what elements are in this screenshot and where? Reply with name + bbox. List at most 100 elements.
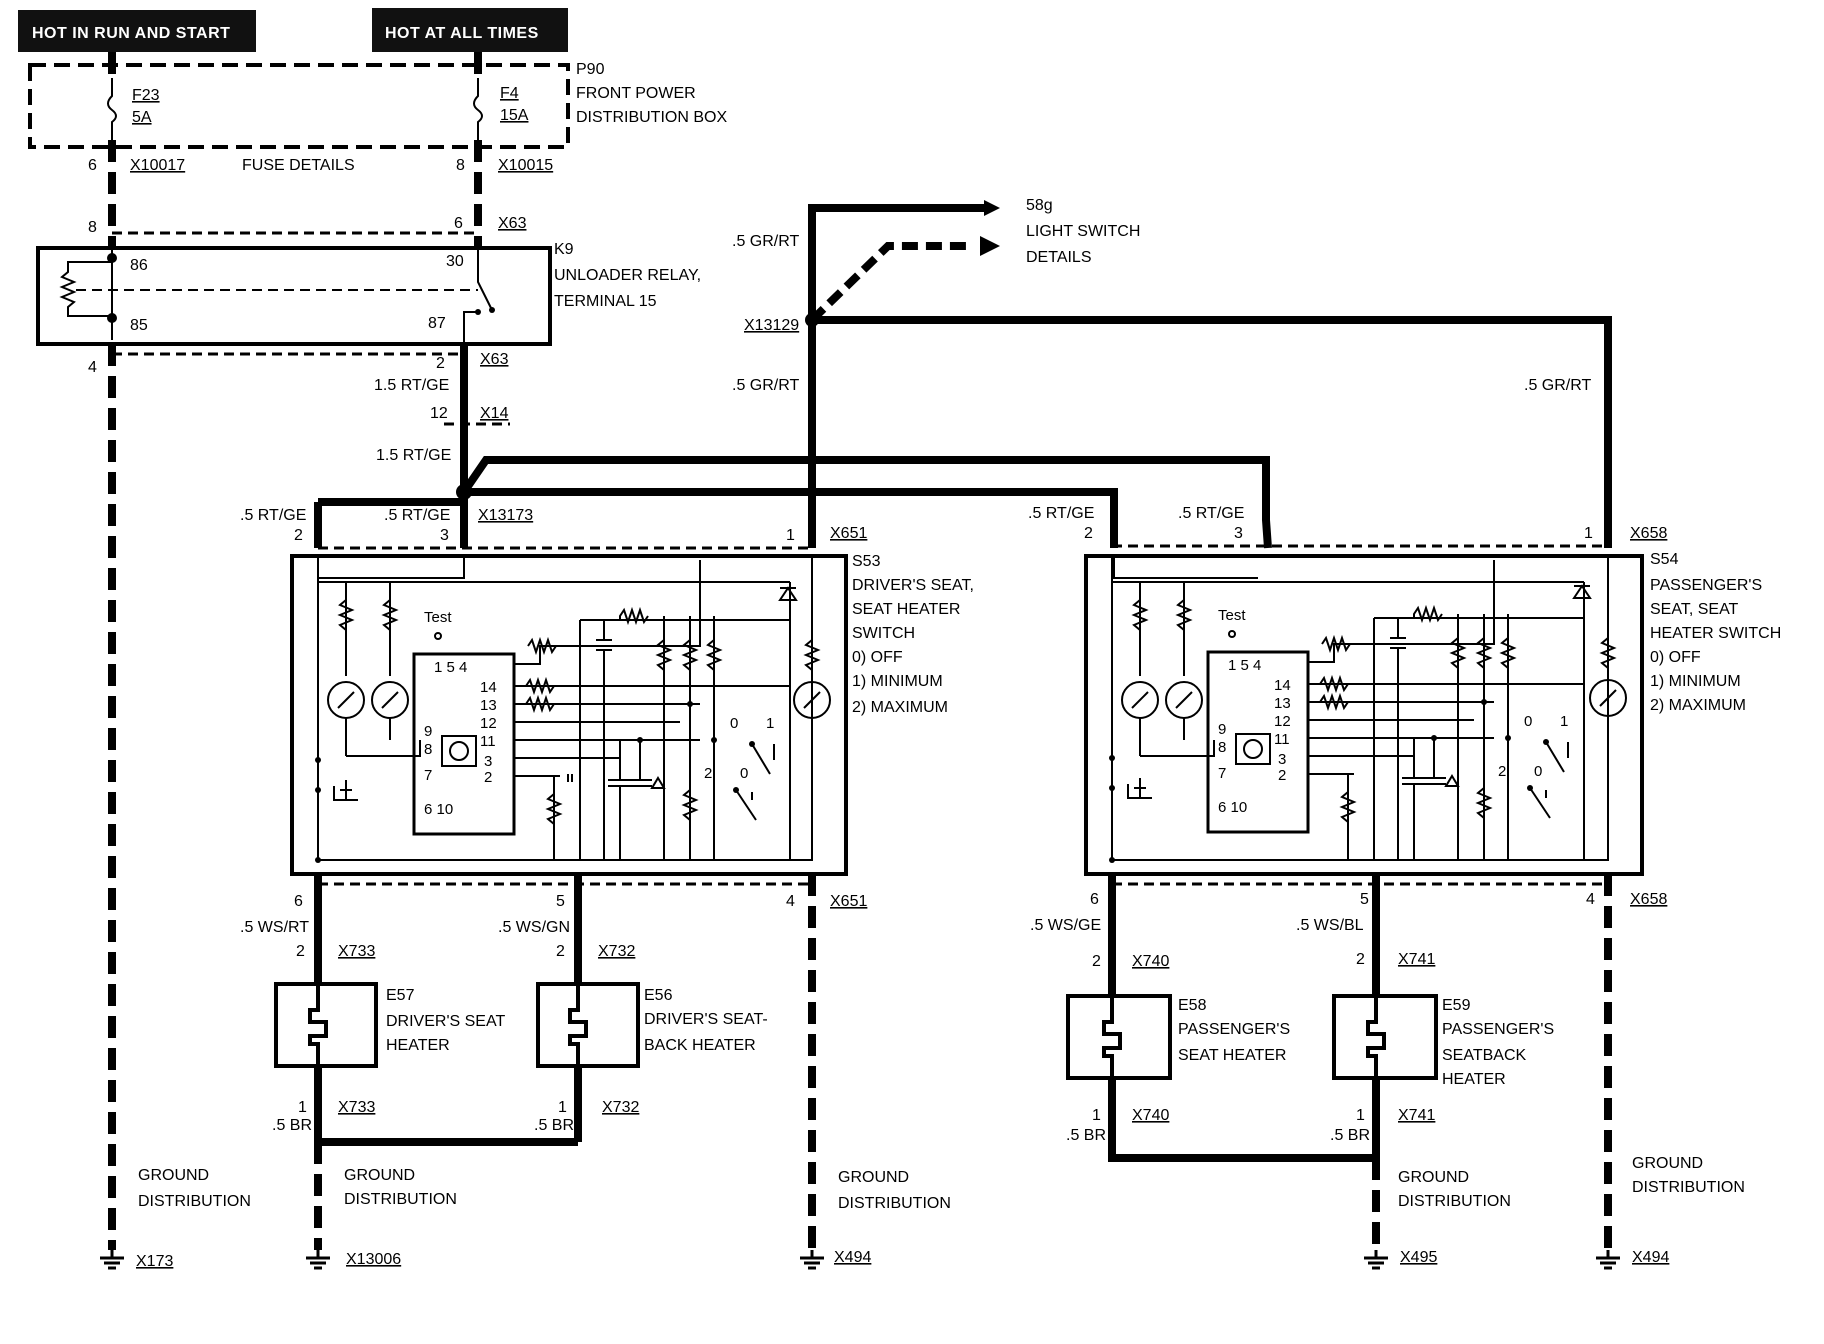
s53-conn-top: X651 [830, 525, 867, 542]
header-hot-run-start [18, 10, 256, 52]
s54-outline [1084, 554, 1644, 876]
s53-conn-bottom: X651 [830, 893, 867, 910]
s54-name-3: HEATER SWITCH [1650, 625, 1781, 642]
e59-heater-box [1332, 994, 1438, 1080]
e58-wire-top: .5 WS/GE [1030, 917, 1101, 934]
fuse-pin-left: 6 [88, 157, 97, 174]
e58-pin-top: 2 [1092, 953, 1101, 970]
s54-pin1: 1 [1584, 525, 1593, 542]
splice-x13129-label: X13129 [744, 317, 799, 334]
fuse-f23-rating: 5A [132, 109, 152, 126]
s53-ic-pin-2: 2 [484, 769, 492, 786]
relay-contact-symbol [463, 250, 493, 344]
ground-5-line2: DISTRIBUTION [1632, 1179, 1745, 1196]
relay-conn-bottom: X63 [480, 351, 509, 368]
s53-name-3: SWITCH [852, 625, 915, 642]
e59-pin-top: 2 [1356, 951, 1365, 968]
s53-wire-pin2: .5 RT/GE [240, 507, 306, 524]
ground-x495-label: X495 [1400, 1249, 1437, 1266]
s53-switch-pos-1: 1 [766, 715, 774, 732]
ground-2-line1: GROUND [344, 1167, 415, 1184]
fuse-box-name-1: FRONT POWER [576, 85, 696, 102]
fuse-pin-right: 8 [456, 157, 465, 174]
s54-pin6: 6 [1090, 891, 1099, 908]
e56-id: E56 [644, 987, 673, 1004]
e57-name-1: DRIVER'S SEAT [386, 1013, 505, 1030]
light-switch-id: 58g [1026, 197, 1053, 214]
e57-pin-bot: 1 [298, 1099, 307, 1116]
e58-name-1: PASSENGER'S [1178, 1021, 1290, 1038]
e57-conn-bot: X733 [338, 1099, 375, 1116]
s54-switch-pos-1: 1 [1560, 713, 1568, 730]
e56-conn-top: X732 [598, 943, 635, 960]
e56-pin-bot: 1 [558, 1099, 567, 1116]
e56-name-2: BACK HEATER [644, 1037, 756, 1054]
ground-x173-label: X173 [136, 1253, 173, 1270]
passenger-switch-s54: .5 RT/GE 2 .5 RT/GE 3 1 X658 Test 1 5 4 … [1028, 505, 1781, 908]
ground-4-line2: DISTRIBUTION [1398, 1193, 1511, 1210]
e59-wire-top: .5 WS/BL [1296, 917, 1364, 934]
e57-name-2: HEATER [386, 1037, 450, 1054]
ground-4-line1: GROUND [1398, 1169, 1469, 1186]
s53-pin4: 4 [786, 893, 795, 910]
s54-wire-pin3: .5 RT/GE [1178, 505, 1244, 522]
feed-wire-1: 1.5 RT/GE [374, 377, 449, 394]
e57-id: E57 [386, 987, 415, 1004]
s54-test: Test [1218, 607, 1246, 624]
e56-name-1: DRIVER'S SEAT- [644, 1011, 768, 1028]
s54-opt-1: 1) MINIMUM [1650, 673, 1741, 690]
relay-pin-bottom-left: 4 [88, 359, 97, 376]
s53-ic-bottom-pins: 6 10 [424, 801, 453, 818]
s53-switch-pos-0: 0 [730, 715, 738, 732]
light-switch-line1: LIGHT SWITCH [1026, 223, 1140, 240]
e58-name-2: SEAT HEATER [1178, 1047, 1286, 1064]
s54-conn-top: X658 [1630, 525, 1667, 542]
s54-ic-top-pins: 1 5 4 [1228, 657, 1261, 674]
relay-conn-top: X63 [498, 215, 527, 232]
s53-opt-1: 1) MINIMUM [852, 673, 943, 690]
e56-wire-top: .5 WS/GN [498, 919, 570, 936]
header-hot-run-start-text: HOT IN RUN AND START [32, 25, 230, 42]
e59-name-2: SEATBACK [1442, 1047, 1527, 1064]
light-switch-wire-top: .5 GR/RT [732, 233, 800, 250]
relay-pin-bottom-right: 2 [436, 355, 445, 372]
s53-opt-0: 0) OFF [852, 649, 903, 666]
feed-conn-x14: X14 [480, 405, 509, 422]
e57-pin-top: 2 [296, 943, 305, 960]
relay-terminal-30: 30 [446, 253, 464, 270]
s53-ic-pin-14: 14 [480, 679, 497, 696]
e57-conn-top: X733 [338, 943, 375, 960]
ground-x494-b-label: X494 [1632, 1249, 1669, 1266]
s53-name-2: SEAT HEATER [852, 601, 960, 618]
ground-x13006-label: X13006 [346, 1251, 401, 1268]
s53-ic-pin-7: 7 [424, 767, 432, 784]
s54-pin4: 4 [1586, 891, 1595, 908]
e59-name-3: HEATER [1442, 1071, 1506, 1088]
s54-ic-pin-8: 8 [1218, 739, 1226, 756]
s54-ic-pin-14: 14 [1274, 677, 1291, 694]
relay-terminal-86: 86 [130, 257, 148, 274]
e56-conn-bot: X732 [602, 1099, 639, 1116]
fuse-conn-right: X10015 [498, 157, 553, 174]
e59-conn-bot: X741 [1398, 1107, 1435, 1124]
s53-outline [290, 554, 848, 876]
s54-opt-2: 2) MAXIMUM [1650, 697, 1746, 714]
s53-id: S53 [852, 553, 881, 570]
s54-opt-0: 0) OFF [1650, 649, 1701, 666]
e58-conn-top: X740 [1132, 953, 1169, 970]
s53-switch-pos-0b: 0 [740, 765, 748, 782]
s54-wire-pin2: .5 RT/GE [1028, 505, 1094, 522]
e58-conn-bot: X740 [1132, 1107, 1169, 1124]
s54-ic-bottom-pins: 6 10 [1218, 799, 1247, 816]
s54-pin3: 3 [1234, 525, 1243, 542]
ground-x494-b: X494 GROUND DISTRIBUTION [1596, 1155, 1745, 1270]
s54-ic-pin-2: 2 [1278, 767, 1286, 784]
relay-pin-top-left: 8 [88, 219, 97, 236]
s53-wire-pin3: .5 RT/GE [384, 507, 450, 524]
ground-5-line1: GROUND [1632, 1155, 1703, 1172]
ground-3-line1: GROUND [838, 1169, 909, 1186]
s53-ic-pin-3: 3 [484, 753, 492, 770]
header-hot-all-times [372, 8, 568, 52]
fuse-f23-id: F23 [132, 87, 160, 104]
